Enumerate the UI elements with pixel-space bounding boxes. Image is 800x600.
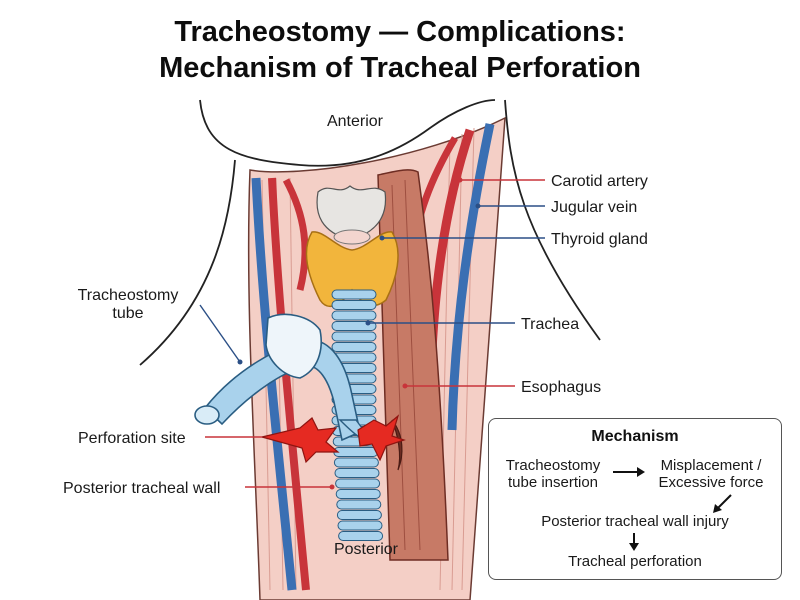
perforation-burst-right [357, 414, 406, 462]
arrow-injury-to-perforation [629, 533, 639, 551]
neck-outline-left [139, 159, 236, 366]
trachea-ring [338, 531, 384, 541]
jaw-outline [199, 99, 496, 167]
mechanism-box: Mechanism Tracheostomy tube insertion Mi… [488, 418, 782, 580]
trachea-ring [331, 342, 377, 352]
trachea-ring [331, 300, 377, 310]
trachea-label: Trachea [521, 316, 579, 333]
arrow-misplacement-to-injury [713, 494, 732, 513]
diagram-title: Tracheostomy — Complications: Mechanism … [0, 14, 800, 86]
leader-lines [199, 177, 545, 490]
perforation-burst-left [261, 417, 340, 464]
trachea-ring [333, 447, 379, 457]
trachea-ring [331, 289, 377, 300]
title-line-1: Tracheostomy — Complications: [174, 16, 626, 48]
perforation-site-label: Perforation site [78, 430, 186, 447]
esophagus-tear [391, 419, 403, 471]
trachea-ring [336, 510, 382, 520]
trachea-ring [331, 310, 377, 321]
trachea-ring [335, 489, 381, 499]
step-misplacement-line-2: Excessive force [658, 474, 764, 491]
trachea-ring [334, 468, 380, 478]
right-jugular-vein [447, 123, 495, 431]
arrow-insertion-to-misplacement [613, 467, 645, 477]
thyroid-gland-shape [305, 231, 399, 307]
mechanism-step-injury: Posterior tracheal wall injury [541, 513, 729, 530]
mechanism-step-misplacement: Misplacement / Excessive force [647, 457, 775, 491]
anterior-label: Anterior [327, 113, 384, 130]
trachea-ring [333, 457, 379, 468]
trachea-ring [336, 499, 382, 510]
trachea-ring [331, 331, 377, 342]
thyroid-cartilage [316, 185, 387, 241]
left-carotid-branch [282, 178, 309, 291]
tube-label-line-1: Tracheostomy [78, 287, 179, 304]
title-line-2: Mechanism of Tracheal Perforation [159, 52, 641, 84]
trachea-ring [331, 321, 377, 331]
mechanism-title: Mechanism [591, 428, 679, 445]
posterior-wall-label: Posterior tracheal wall [63, 480, 220, 497]
neck-outline-right [504, 99, 601, 341]
cricoid-cartilage [333, 229, 371, 245]
step-insertion-line-2: tube insertion [507, 474, 599, 491]
thyroid-gland-label: Thyroid gland [551, 231, 648, 248]
mechanism-step-perforation: Tracheal perforation [568, 553, 702, 570]
tube-label-line-2: tube [112, 305, 143, 322]
trachea-ring [337, 520, 383, 531]
jugular-vein-label: Jugular vein [551, 199, 637, 216]
carotid-artery-label: Carotid artery [551, 173, 648, 190]
step-misplacement-line-1: Misplacement / [660, 457, 762, 474]
posterior-label: Posterior [334, 541, 399, 558]
tracheostomy-tube-flange [265, 313, 322, 379]
step-insertion-line-1: Tracheostomy [505, 457, 601, 474]
mechanism-step-insertion: Tracheostomy tube insertion [497, 457, 609, 491]
tracheostomy-tube-opening [194, 405, 220, 425]
esophagus-label: Esophagus [521, 379, 601, 396]
trachea-ring [335, 478, 381, 489]
